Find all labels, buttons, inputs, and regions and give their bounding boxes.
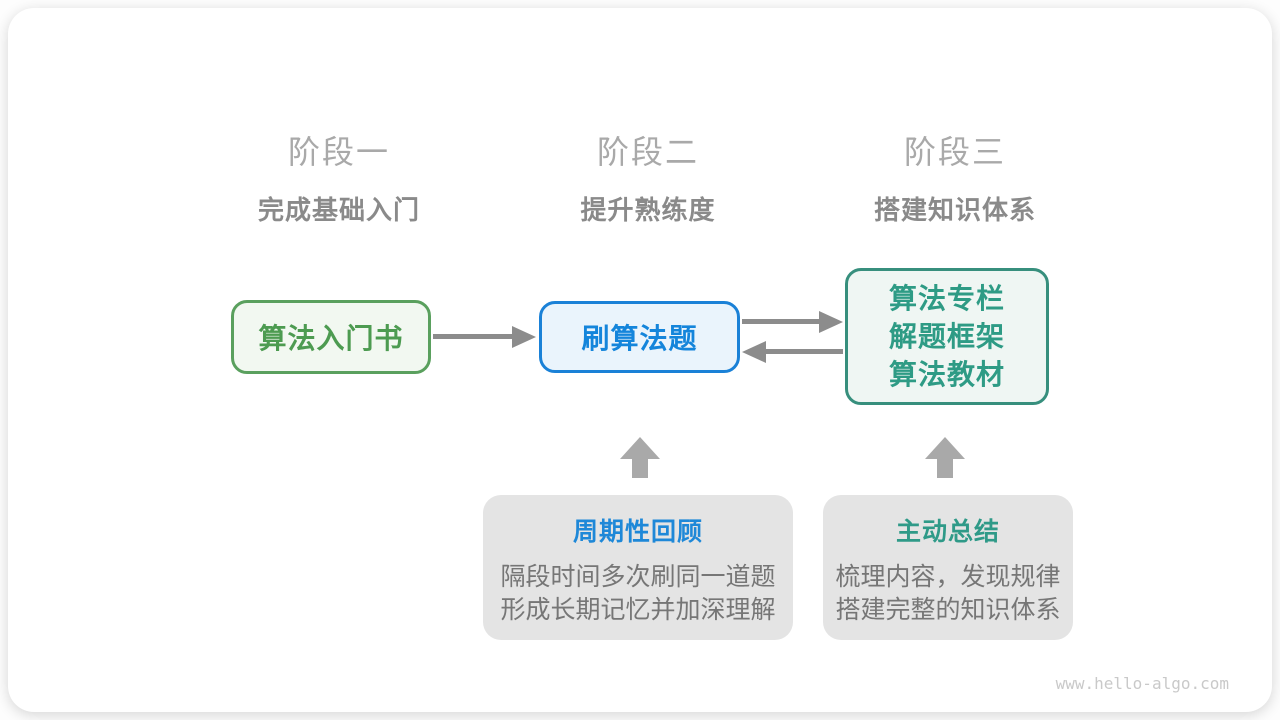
up-arrow-review-icon <box>620 437 660 478</box>
note-body-line-2: 搭建完整的知识体系 <box>835 596 1061 624</box>
arrow-practice-to-resources-icon <box>742 311 843 333</box>
arrow-head-right-icon <box>819 311 843 333</box>
stage-2-title: 阶段二 <box>596 134 699 170</box>
node-intro-book-label: 算法入门书 <box>258 323 404 354</box>
up-arrow-stem <box>632 459 648 478</box>
note-body-line-2: 形成长期记忆并加深理解 <box>500 596 776 624</box>
node-intro-book: 算法入门书 <box>231 300 431 374</box>
note-periodic-review: 周期性回顾 隔段时间多次刷同一道题 形成长期记忆并加深理解 <box>483 495 793 640</box>
node-resources-line-1: 算法专栏 <box>888 282 1005 314</box>
stage-2-subtitle: 提升熟练度 <box>580 195 716 225</box>
node-resources-line-2: 解题框架 <box>888 320 1005 352</box>
note-active-summary: 主动总结 梳理内容，发现规律 搭建完整的知识体系 <box>823 495 1073 640</box>
node-practice-problems: 刷算法题 <box>539 301 740 373</box>
up-arrow-summary-icon <box>925 437 965 478</box>
watermark-url: www.hello-algo.com <box>1055 674 1229 693</box>
up-arrow-stem <box>937 459 953 478</box>
arrow-resources-to-practice-icon <box>742 341 843 363</box>
note-active-summary-body: 梳理内容，发现规律 搭建完整的知识体系 <box>823 561 1073 627</box>
arrow-shaft <box>433 334 514 339</box>
up-arrow-head <box>620 437 660 459</box>
up-arrow-head <box>925 437 965 459</box>
diagram-card: 阶段一 完成基础入门 阶段二 提升熟练度 阶段三 搭建知识体系 算法入门书 刷算… <box>8 8 1272 712</box>
node-knowledge-resources: 算法专栏 解题框架 算法教材 <box>845 268 1049 405</box>
arrow-shaft <box>742 319 821 324</box>
arrow-head-right-icon <box>512 326 536 348</box>
stage-3-title: 阶段三 <box>903 134 1006 170</box>
note-body-line-1: 隔段时间多次刷同一道题 <box>500 563 776 591</box>
stage-3-subtitle: 搭建知识体系 <box>873 195 1036 225</box>
note-periodic-review-body: 隔段时间多次刷同一道题 形成长期记忆并加深理解 <box>483 561 793 627</box>
note-active-summary-title: 主动总结 <box>895 518 1000 546</box>
stage-2-header: 阶段二 提升熟练度 <box>508 127 788 227</box>
arrow-intro-to-practice-icon <box>433 326 536 348</box>
stage-1-header: 阶段一 完成基础入门 <box>199 127 479 227</box>
note-body-line-1: 梳理内容，发现规律 <box>835 563 1061 591</box>
stage-1-subtitle: 完成基础入门 <box>257 195 420 225</box>
arrow-head-left-icon <box>742 341 766 363</box>
stage-1-title: 阶段一 <box>287 134 390 170</box>
stage-3-header: 阶段三 搭建知识体系 <box>815 127 1095 227</box>
arrow-shaft <box>764 349 843 354</box>
node-resources-line-3: 算法教材 <box>888 358 1005 390</box>
note-periodic-review-title: 周期性回顾 <box>572 518 703 546</box>
node-practice-problems-label: 刷算法题 <box>581 323 698 354</box>
